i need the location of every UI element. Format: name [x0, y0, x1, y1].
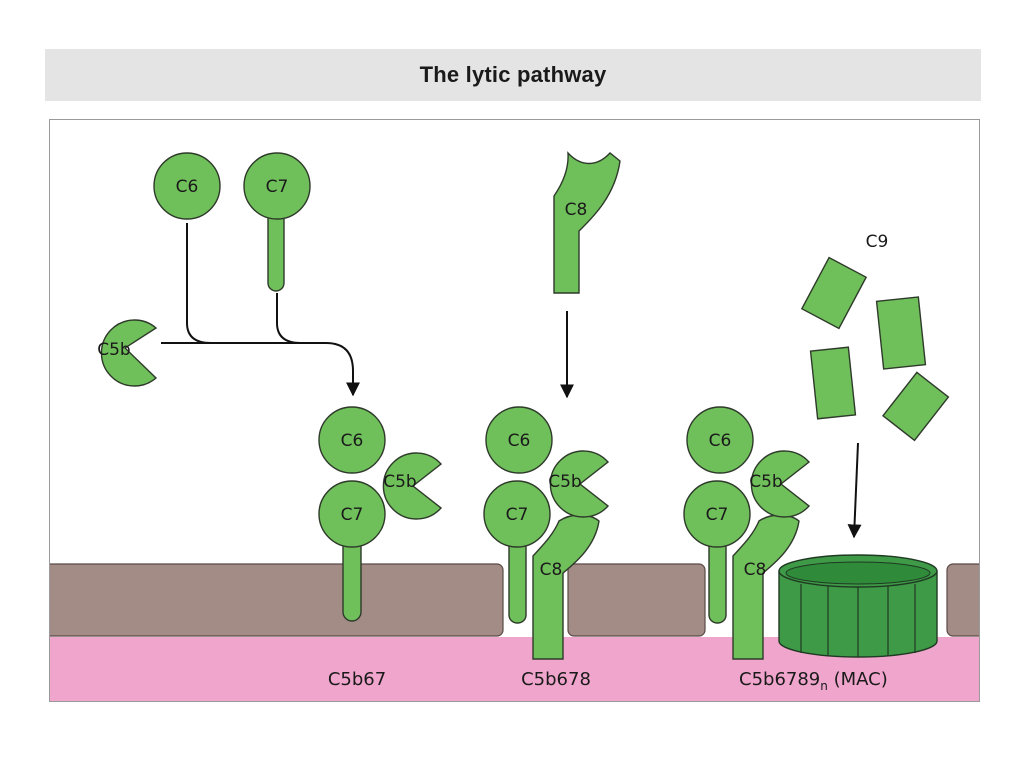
svg-text:C6: C6: [341, 431, 364, 451]
complex-c5b67: C6 C7 C5b: [318, 406, 443, 622]
c9-label: C9: [866, 232, 889, 252]
free-c5b: C5b: [97, 319, 158, 387]
svg-text:C5b: C5b: [383, 472, 416, 492]
free-c6: C6: [153, 152, 221, 220]
caption-c5b6789-mac: C5b6789n (MAC): [739, 669, 888, 693]
diagram-frame: C6 C7 C5b C8 C9 C6 C7 C5b: [49, 119, 980, 702]
complex-c5b678: C6 C7 C5b C8: [483, 406, 610, 660]
free-c9-monomers: C9: [800, 232, 950, 442]
c8-label: C8: [565, 200, 588, 220]
lytic-pathway-diagram: C6 C7 C5b C8 C9 C6 C7 C5b: [50, 151, 979, 701]
svg-text:C6: C6: [709, 431, 732, 451]
svg-text:C5b: C5b: [548, 472, 581, 492]
svg-text:C7: C7: [341, 505, 364, 525]
assembly-arrow-3: [847, 442, 862, 539]
caption-c5b67: C5b67: [328, 669, 386, 690]
svg-text:C8: C8: [540, 560, 563, 580]
cell-membrane: [50, 563, 979, 637]
c5b-label: C5b: [97, 340, 130, 360]
svg-text:C7: C7: [506, 505, 529, 525]
free-c8: C8: [553, 151, 621, 294]
svg-text:C5b: C5b: [749, 472, 782, 492]
page-title: The lytic pathway: [419, 62, 607, 87]
mac-pore-cylinder: [778, 554, 938, 658]
assembly-arrow-1: [161, 223, 360, 397]
svg-text:C7: C7: [706, 505, 729, 525]
title-bar: The lytic pathway: [45, 49, 981, 101]
svg-text:C8: C8: [744, 560, 767, 580]
caption-c5b678: C5b678: [521, 669, 591, 690]
c6-label: C6: [176, 177, 199, 197]
complex-c5b6789-mac: C6 C7 C5b C8: [683, 406, 938, 660]
free-c7: C7: [243, 152, 311, 292]
c7-label: C7: [266, 177, 289, 197]
svg-text:C6: C6: [508, 431, 531, 451]
